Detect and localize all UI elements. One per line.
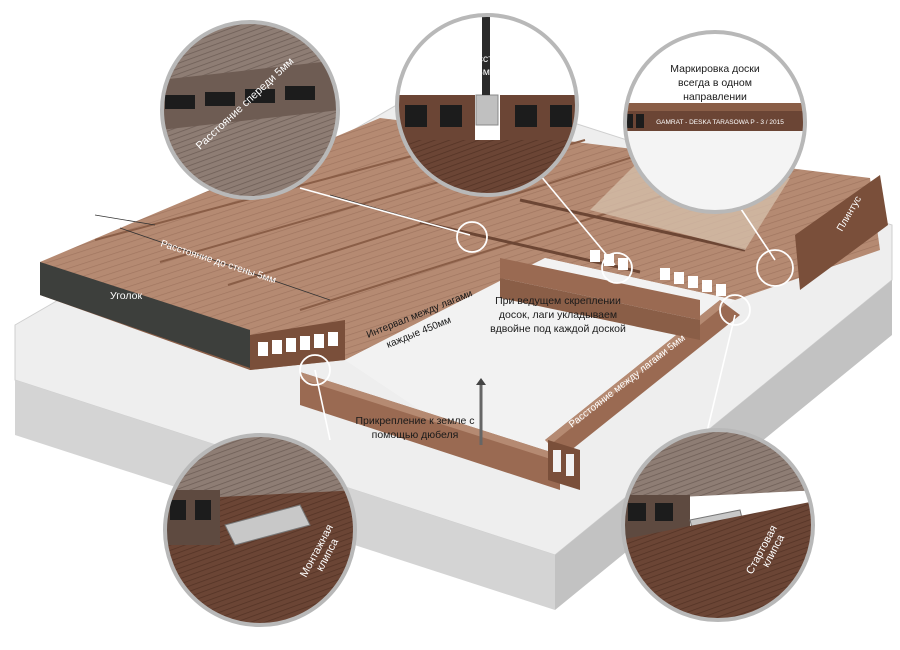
label-double-joist-line3: вдвойне под каждой доской (490, 323, 626, 335)
label-marking-line1: Маркировка доски (670, 63, 760, 75)
label-board-print: GAMRAT - DESKA TARASOWA P - 3 / 2015 (656, 119, 784, 126)
magnifier-starting-clip (621, 428, 815, 622)
label-marking-line2: всегда в одном (678, 77, 752, 89)
corner-trim (40, 262, 250, 368)
label-corner: Уголок (110, 290, 142, 302)
label-double-joist-line1: При ведущем скреплении (495, 295, 621, 307)
label-anchor-line1: Прикрепление к земле с (356, 415, 475, 427)
joist-frame (300, 258, 740, 490)
label-marking-line3: направлении (683, 91, 747, 103)
magnifier-front-gap (160, 20, 340, 200)
magnifier-mounting-clip (163, 433, 357, 627)
label-side-gap-line2: 3мм (477, 66, 497, 78)
magnifier-board-marking (623, 30, 807, 214)
label-anchor-line2: помощью дюбеля (372, 429, 459, 441)
label-side-gap-line1: Боковое расстояние 5 или (423, 53, 552, 65)
label-double-joist-line2: досок, лаги укладываем (499, 309, 617, 321)
plinth (795, 175, 888, 290)
detail-markers (299, 221, 794, 386)
